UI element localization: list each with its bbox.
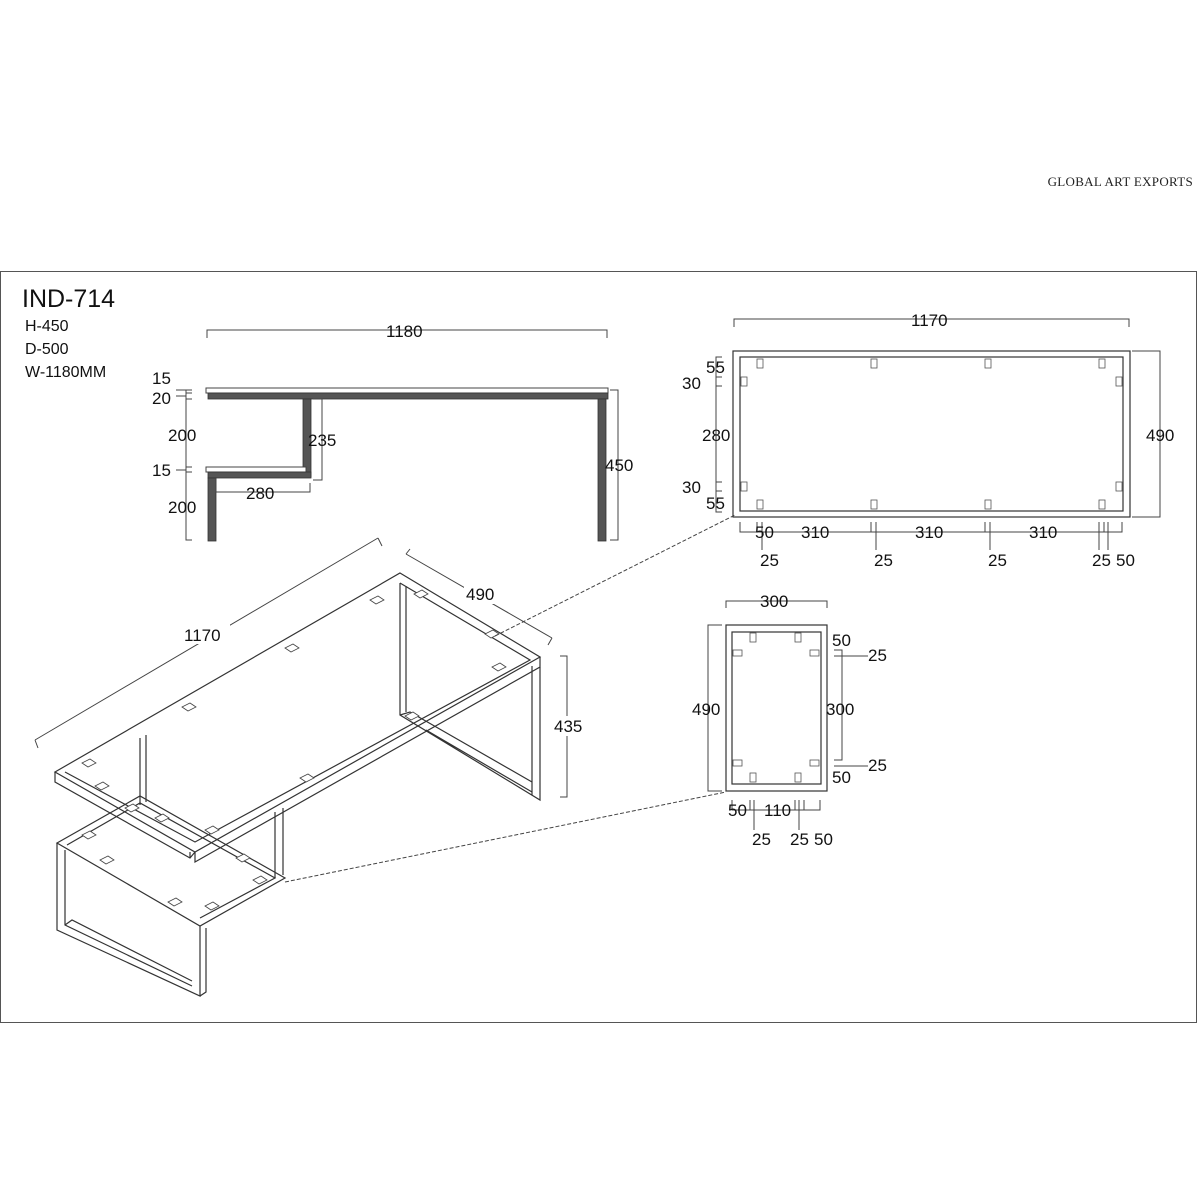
drawing-sheet-border [0, 271, 1197, 1023]
dim-lower-gap: 200 [168, 498, 196, 517]
dim-top-depth: 490 [1146, 426, 1174, 445]
dim-top-rail: 20 [152, 389, 171, 408]
dim-left-30-bottom: 30 [682, 478, 701, 497]
dim-shelf-bottom-25-b: 25 [790, 830, 809, 849]
product-code: IND-714 [22, 285, 116, 313]
dim-shelf-bottom-50: 50 [728, 801, 747, 820]
dim-step-length: 280 [246, 484, 274, 503]
dim-shelf-bottom-50-right: 50 [814, 830, 833, 849]
spec-width: W-1180MM [25, 364, 107, 381]
dim-top-width: 1170 [911, 311, 948, 330]
dim-shelf-depth: 490 [692, 700, 720, 719]
dim-iso-length: 1170 [184, 626, 221, 645]
dim-bottom-25-c: 25 [988, 551, 1007, 570]
dim-bottom-25-b: 25 [874, 551, 893, 570]
spec-depth: D-500 [25, 341, 69, 358]
dim-bottom-25-d: 25 [1092, 551, 1111, 570]
dim-left-55-bottom: 55 [706, 494, 725, 513]
dim-upper-gap: 200 [168, 426, 196, 445]
dim-bottom-50-left: 50 [755, 523, 774, 542]
dim-bottom-25-a: 25 [760, 551, 779, 570]
dim-iso-depth: 490 [466, 585, 494, 604]
dim-right-50-top: 50 [832, 631, 851, 650]
dim-step-height: 235 [308, 431, 336, 450]
dim-right-25-top: 25 [868, 646, 887, 665]
dim-lower-thickness: 15 [152, 461, 171, 480]
spec-height: H-450 [25, 318, 69, 335]
dim-right-50-bottom: 50 [832, 768, 851, 787]
dim-right-25-bottom: 25 [868, 756, 887, 775]
brand-name: GLOBAL ART EXPORTS [1047, 174, 1193, 189]
dim-shelf-bottom-110: 110 [764, 801, 791, 820]
top-plan-view: 1170 490 55 30 280 30 55 50 310 310 310 … [682, 311, 1174, 570]
shelf-plan-view: 300 490 50 25 300 25 50 50 110 25 25 50 [692, 592, 887, 849]
dim-shelf-bottom-25-a: 25 [752, 830, 771, 849]
dim-bottom-310-a: 310 [801, 523, 829, 542]
dim-left-55-top: 55 [706, 358, 725, 377]
dim-side-width: 1180 [386, 322, 423, 341]
dim-left-30-top: 30 [682, 374, 701, 393]
dim-top-thickness: 15 [152, 369, 171, 388]
dim-bottom-310-b: 310 [915, 523, 943, 542]
dim-left-280: 280 [702, 426, 730, 445]
dim-bottom-50-right: 50 [1116, 551, 1135, 570]
dim-bottom-310-c: 310 [1029, 523, 1057, 542]
dim-iso-height: 435 [554, 717, 582, 736]
dim-total-height: 450 [605, 456, 633, 475]
dim-right-300: 300 [826, 700, 854, 719]
side-view: 1180 15 20 200 15 200 235 280 450 [152, 322, 633, 542]
isometric-view: 1170 490 435 [34, 514, 736, 997]
dim-shelf-width: 300 [760, 592, 788, 611]
